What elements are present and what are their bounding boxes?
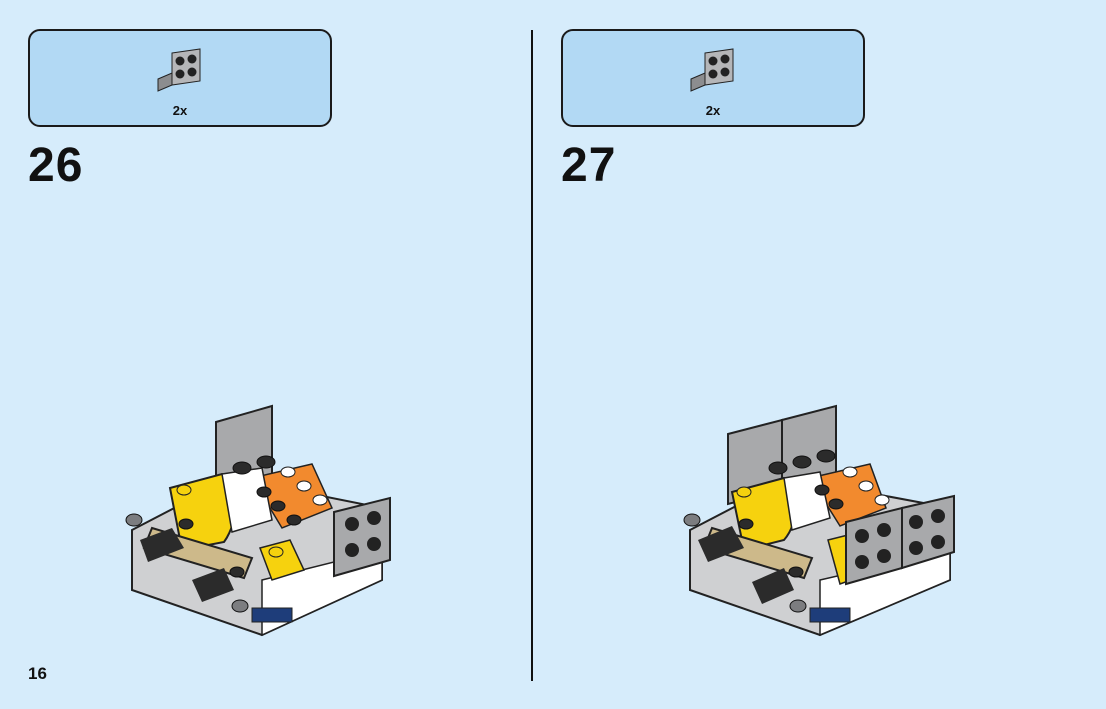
page-divider: [531, 30, 533, 681]
parts-callout-step-26: 2x: [28, 29, 332, 127]
parts-callout-step-27: 2x: [561, 29, 865, 127]
step-27-model: [683, 404, 955, 637]
part-quantity: 2x: [172, 103, 188, 118]
page-number: 16: [28, 664, 47, 683]
grey-bracket-plate-icon: [690, 48, 734, 92]
grey-bracket-plate-icon: [157, 48, 201, 92]
part-quantity: 2x: [705, 103, 721, 118]
step-number: 26: [28, 139, 84, 192]
step-number: 27: [561, 139, 617, 192]
step-26-model: [125, 404, 391, 637]
